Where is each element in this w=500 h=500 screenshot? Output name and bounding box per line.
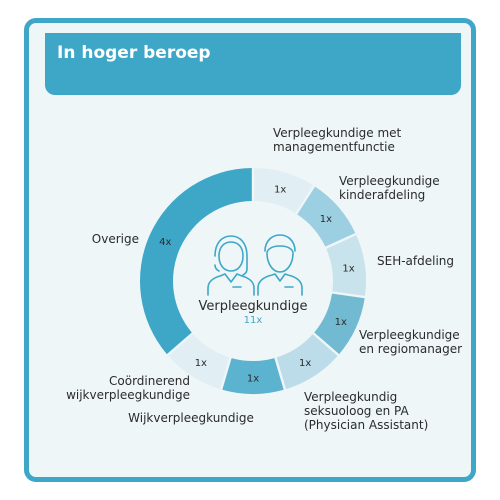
- slice-overige: [140, 168, 252, 355]
- category-label: Wijkverpleegkundige: [128, 411, 254, 425]
- category-label: SEH-afdeling: [377, 254, 454, 268]
- value-label: 1x: [195, 358, 207, 369]
- value-label: 1x: [274, 184, 286, 195]
- header-bar: In hoger beroep: [45, 33, 461, 95]
- slice-wijkverpleegkundige: [222, 358, 284, 394]
- slice-verpleegkundige-en-regiomanager: [314, 293, 365, 355]
- value-label: 1x: [247, 374, 259, 385]
- slice-verpleegkundige-kinderafdeling: [297, 186, 356, 247]
- slice-seh-afdeling: [326, 235, 366, 296]
- infographic-card: In hoger beroep 1x 1x 1x 1x 1x 1x 1x 4x Verplee…: [24, 18, 476, 482]
- category-label: Overige: [92, 232, 139, 246]
- value-label: 1x: [342, 263, 354, 274]
- header-title: In hoger beroep: [57, 43, 211, 63]
- slice-verpleegkundig-seksuoloog-en-pa-physician-assistant: [276, 334, 338, 390]
- center-label: Verpleegkundige: [198, 299, 307, 314]
- chart-slices: [140, 168, 366, 394]
- slice-coordinerend-wijkverpleegkundige: [168, 334, 230, 390]
- value-label: 1x: [320, 214, 332, 225]
- value-label: 1x: [335, 317, 347, 328]
- center-count: 11x: [244, 315, 263, 326]
- chart-value-labels: 1x 1x 1x 1x 1x 1x 1x 4x: [159, 184, 355, 384]
- two-people-icon: [207, 234, 303, 296]
- value-label: 4x: [159, 237, 171, 248]
- value-label: 1x: [299, 358, 311, 369]
- slice-verpleegkundige-met-managementfunctie: [254, 168, 314, 214]
